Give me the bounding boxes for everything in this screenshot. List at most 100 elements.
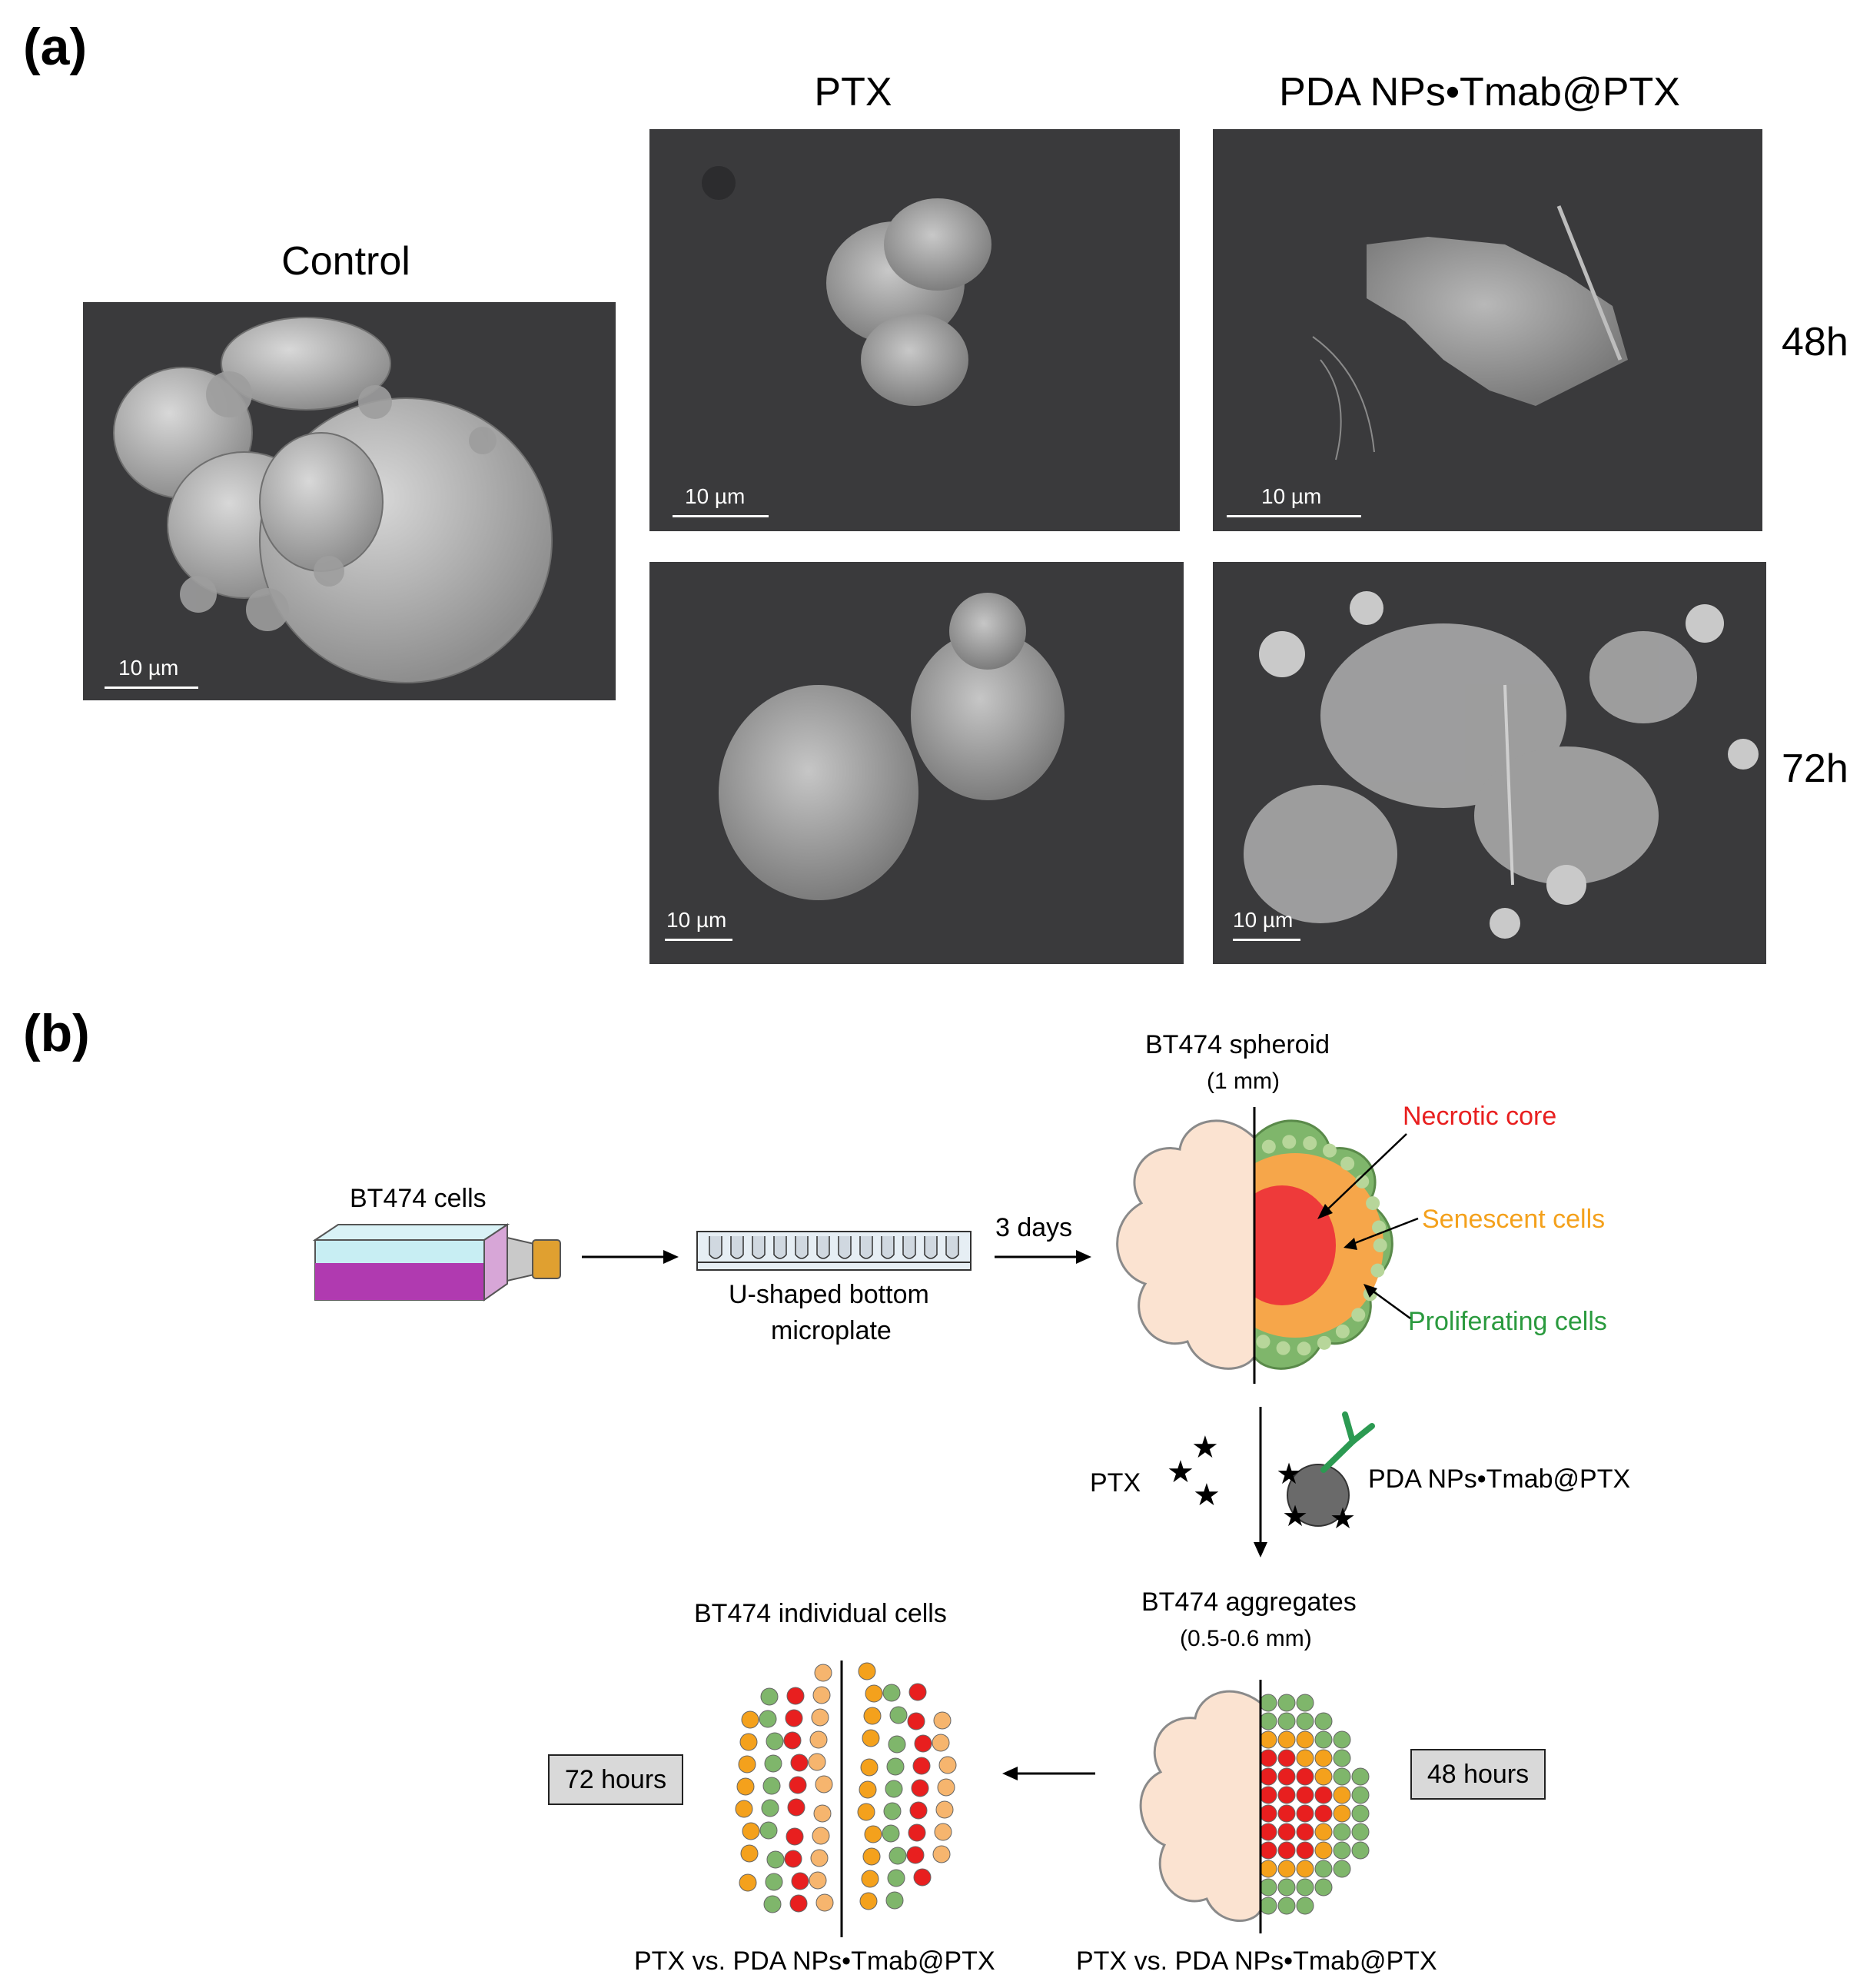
individual-cell	[858, 1662, 876, 1680]
aggregate-cell	[1277, 1897, 1296, 1915]
nanoparticle-antibody-icon: ★ ★ ★	[1276, 1411, 1375, 1530]
individual-cell	[912, 1757, 931, 1775]
individual-cell	[765, 1873, 783, 1891]
individual-cell	[739, 1733, 758, 1751]
microplate-well	[859, 1236, 873, 1259]
microplate-well	[881, 1236, 895, 1259]
individual-cell	[885, 1891, 904, 1910]
three-days-label: 3 days	[995, 1213, 1073, 1242]
culture-flask-icon	[312, 1223, 561, 1302]
aggregate-cell	[1351, 1786, 1370, 1804]
individual-cell	[762, 1777, 781, 1795]
aggregate-cell	[1314, 1749, 1333, 1767]
aggregates-title: BT474 aggregates	[1141, 1587, 1357, 1617]
microplate-well	[752, 1236, 766, 1259]
proliferating-cell-dot	[1323, 1143, 1337, 1158]
individual-cell	[789, 1776, 807, 1794]
individual-cell	[742, 1822, 760, 1840]
pda-72h-cell-debris	[1244, 591, 1759, 939]
proliferating-cell-dot	[1256, 1335, 1270, 1349]
aggregate-cell	[1261, 1804, 1277, 1823]
aggregate-cell	[1261, 1767, 1277, 1786]
aggregate-cell	[1277, 1823, 1296, 1841]
individual-cell	[815, 1893, 834, 1912]
forty-eight-hours-box: 48 hours	[1410, 1749, 1546, 1800]
individual-cell	[932, 1845, 951, 1863]
aggregate-cell	[1314, 1860, 1333, 1878]
panel-a-label: (a)	[23, 18, 88, 76]
aggregate-cell	[1277, 1749, 1296, 1767]
aggregate-cell	[1314, 1767, 1333, 1786]
svg-text:★: ★	[1330, 1503, 1356, 1530]
aggregate-cell	[1277, 1767, 1296, 1786]
aggregate-cell	[1277, 1712, 1296, 1730]
microplate-well	[924, 1236, 938, 1259]
proliferating-cell-dot	[1276, 1341, 1290, 1355]
proliferating-cell-dot	[1355, 1174, 1370, 1188]
aggregate-cell	[1296, 1694, 1314, 1712]
individual-cell	[889, 1706, 908, 1724]
individual-cell	[888, 1735, 906, 1754]
microplate-well	[795, 1236, 809, 1259]
individual-cell	[935, 1800, 954, 1819]
individual-cell	[811, 1708, 829, 1727]
aggregate-cell	[1296, 1878, 1314, 1897]
microplate-well	[945, 1236, 959, 1259]
aggregate-cell	[1333, 1749, 1351, 1767]
sem-image-ptx-72h: 10 µm	[649, 562, 1184, 964]
scale-bar-label: 10 µm	[1233, 908, 1294, 932]
aggregate-cell	[1277, 1878, 1296, 1897]
individual-cell	[861, 1870, 879, 1888]
aggregate-cell	[1296, 1897, 1314, 1915]
panel-b-label: (b)	[23, 1004, 90, 1062]
aggregate-cell	[1261, 1749, 1277, 1767]
aggregate-cell	[1296, 1712, 1314, 1730]
aggregate-cell	[1261, 1841, 1277, 1860]
spheroid-diagram	[1116, 1107, 1393, 1384]
individual-cell	[882, 1684, 901, 1702]
spheroid-size: (1 mm)	[1207, 1069, 1280, 1094]
svg-text:★: ★	[1276, 1458, 1302, 1491]
proliferating-cell-dot	[1303, 1136, 1317, 1151]
aggregate-cell	[1277, 1694, 1296, 1712]
comparison-label-left: PTX vs. PDA NPs•Tmab@PTX	[634, 1946, 995, 1976]
individual-cell	[740, 1844, 759, 1863]
individual-cell	[789, 1894, 808, 1913]
pda-column-title: PDA NPs•Tmab@PTX	[1279, 70, 1680, 115]
individual-cell	[764, 1754, 782, 1773]
aggregate-cell	[1261, 1786, 1277, 1804]
aggregate-cell	[1333, 1730, 1351, 1749]
aggregate-cell	[1261, 1823, 1277, 1841]
individual-cell	[886, 1757, 905, 1776]
aggregate-cell	[1333, 1823, 1351, 1841]
individual-cell	[938, 1756, 957, 1774]
individual-cell	[860, 1758, 879, 1777]
individual-cell	[887, 1869, 905, 1887]
individual-cell	[885, 1780, 903, 1798]
individual-cell	[859, 1780, 877, 1799]
individual-cell	[911, 1779, 929, 1797]
seventy-two-hours-box: 72 hours	[548, 1754, 683, 1805]
individual-cell	[813, 1804, 832, 1823]
individual-cell	[908, 1823, 926, 1842]
individual-cell	[783, 1731, 802, 1750]
individual-cell	[862, 1847, 881, 1866]
microplate-well	[773, 1236, 787, 1259]
sem-image-pda-72h: 10 µm	[1213, 562, 1766, 964]
scale-bar-label: 10 µm	[666, 908, 727, 932]
senescent-cells-label: Senescent cells	[1422, 1205, 1606, 1234]
individual-cell	[888, 1847, 907, 1865]
proliferating-cell-dot	[1351, 1308, 1366, 1322]
individual-cell	[934, 1823, 952, 1841]
comparison-label-right: PTX vs. PDA NPs•Tmab@PTX	[1076, 1946, 1437, 1976]
pda-treatment-label: PDA NPs•Tmab@PTX	[1368, 1464, 1631, 1494]
ptx-star-icon: ★	[1193, 1478, 1221, 1512]
individual-cell	[741, 1710, 759, 1729]
individual-cell	[933, 1711, 952, 1730]
microplate-label-line2: microplate	[771, 1316, 892, 1345]
individual-cell	[736, 1777, 755, 1796]
aggregate-cell	[1314, 1712, 1333, 1730]
individual-cell	[766, 1732, 784, 1750]
aggregate-cell	[1351, 1823, 1370, 1841]
scale-bar-label: 10 µm	[685, 484, 746, 508]
